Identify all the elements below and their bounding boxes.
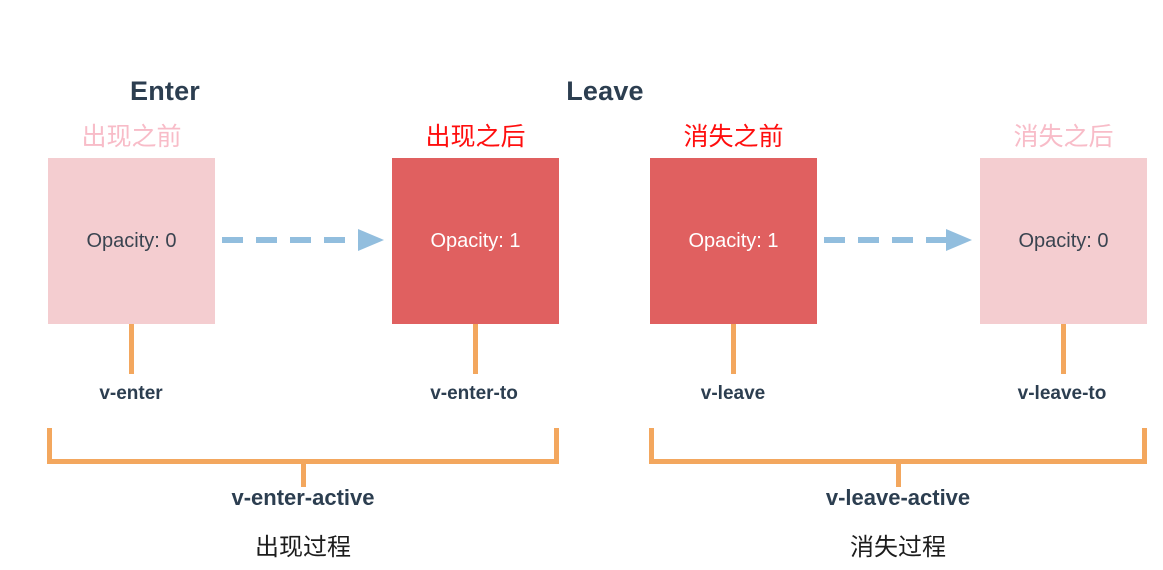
enter-after-opacity-text: Opacity: 1 [430, 229, 521, 252]
enter-bracket-right-tick [554, 428, 559, 464]
enter-before-state: 出现之前 Opacity: 0 [48, 123, 215, 324]
leave-bracket-left-tick [649, 428, 654, 464]
leave-before-state: 消失之前 Opacity: 1 [650, 123, 817, 324]
enter-active-bracket [47, 428, 559, 487]
leave-before-phase-label: 消失之前 [683, 123, 784, 152]
leave-panel: Leave 消失之前 Opacity: 1 消失之后 Opacity: 0 v-… [566, 0, 1163, 570]
leave-after-phase-label: 消失之后 [1013, 123, 1114, 152]
enter-before-stem [129, 324, 134, 374]
enter-transition-arrow [222, 229, 384, 251]
enter-process-label: 出现过程 [255, 534, 351, 561]
leave-before-opacity-text: Opacity: 1 [688, 229, 779, 252]
leave-bracket-stem [895, 464, 901, 487]
enter-before-class-name: v-enter [99, 383, 163, 404]
enter-bracket-left-tick [47, 428, 52, 464]
leave-active-bracket [649, 428, 1147, 487]
enter-panel: Enter 出现之前 Opacity: 0 出现之后 Opacity: 1 v-… [47, 76, 559, 561]
enter-after-state: 出现之后 Opacity: 1 [392, 123, 559, 324]
leave-after-opacity-text: Opacity: 0 [1018, 229, 1109, 252]
enter-before-phase-label: 出现之前 [81, 123, 182, 152]
enter-bracket-bar [47, 459, 559, 464]
leave-arrow-head-icon [946, 229, 972, 251]
enter-heading: Enter [129, 76, 201, 106]
enter-arrow-line [222, 237, 358, 243]
enter-bracket-stem [300, 464, 306, 487]
leave-after-class-name: v-leave-to [1017, 383, 1107, 404]
enter-before-box: Opacity: 0 [48, 158, 215, 324]
leave-before-stem [731, 324, 736, 374]
enter-arrow-head-icon [358, 229, 384, 251]
leave-after-state: 消失之后 Opacity: 0 [980, 123, 1147, 324]
enter-after-box: Opacity: 1 [392, 158, 559, 324]
leave-before-class-name: v-leave [700, 383, 766, 404]
leave-arrow-line [824, 237, 946, 243]
leave-active-class-name: v-leave-active [825, 485, 971, 510]
leave-process-label: 消失过程 [850, 534, 946, 561]
enter-after-class-name: v-enter-to [430, 383, 518, 404]
enter-after-stem [473, 324, 478, 374]
leave-bracket-bar [649, 459, 1147, 464]
leave-bracket-right-tick [1142, 428, 1147, 464]
enter-before-opacity-text: Opacity: 0 [86, 229, 177, 252]
enter-after-phase-label: 出现之后 [425, 123, 526, 152]
leave-transition-arrow [824, 229, 972, 251]
leave-heading: Leave [566, 76, 644, 106]
leave-after-stem [1061, 324, 1066, 374]
leave-before-box: Opacity: 1 [650, 158, 817, 324]
leave-after-box: Opacity: 0 [980, 158, 1147, 324]
enter-active-class-name: v-enter-active [231, 485, 375, 510]
